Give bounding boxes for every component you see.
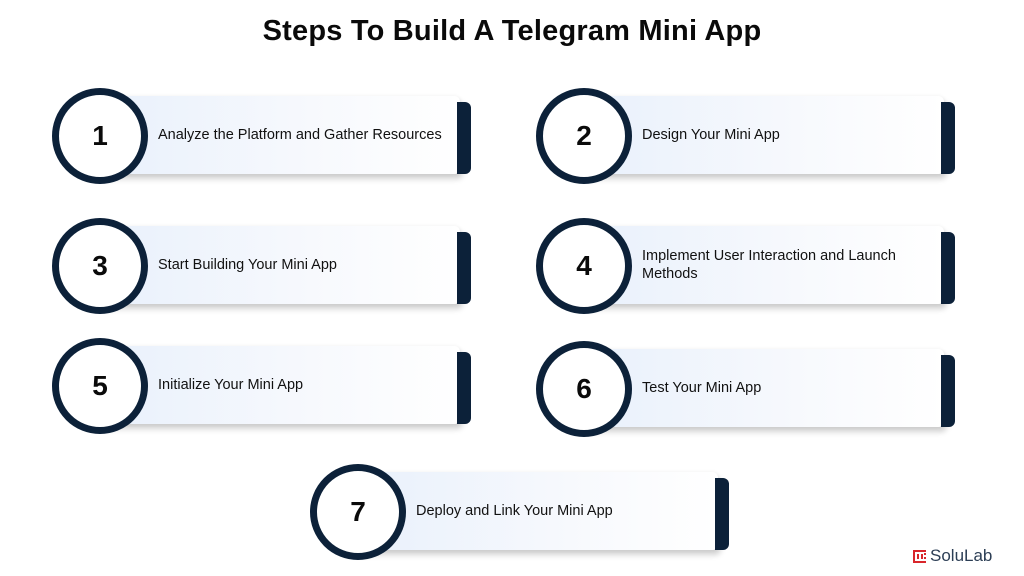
step-label: Start Building Your Mini App: [158, 257, 337, 273]
card-body: [574, 96, 944, 174]
step-number: 7: [350, 496, 366, 527]
step-label: Test Your Mini App: [642, 380, 762, 396]
step-number: 1: [92, 120, 108, 151]
step-number-circle: 5: [52, 338, 148, 434]
step-card-2: 2 Design Your Mini App: [536, 88, 961, 184]
brand-name: SoluLab: [930, 546, 993, 565]
step-card-1: 1 Analyze the Platform and Gather Resour…: [52, 88, 477, 184]
card-body: [574, 349, 944, 427]
step-label: Deploy and Link Your Mini App: [416, 503, 613, 519]
step-label: Design Your Mini App: [642, 127, 780, 143]
card-body: [348, 472, 718, 550]
step-number-circle: 6: [536, 341, 632, 437]
step-card-4: 4 Implement User Interaction and Launch …: [536, 218, 961, 314]
card-tab: [715, 478, 729, 550]
step-number-circle: 3: [52, 218, 148, 314]
step-number-circle: 7: [310, 464, 406, 560]
card-tab: [457, 102, 471, 174]
card-body: [574, 226, 944, 304]
step-number-circle: 4: [536, 218, 632, 314]
solulab-logo: SoluLab: [913, 546, 992, 566]
card-tab: [457, 352, 471, 424]
card-body: [90, 96, 460, 174]
card-body: [90, 226, 460, 304]
card-tab: [457, 232, 471, 304]
step-number-circle: 1: [52, 88, 148, 184]
step-card-7: 7 Deploy and Link Your Mini App: [310, 464, 735, 560]
step-label: Analyze the Platform and Gather Resource…: [158, 127, 442, 143]
step-card-6: 6 Test Your Mini App: [536, 341, 961, 437]
step-number: 4: [576, 250, 592, 281]
card-body: [90, 346, 460, 424]
step-card-3: 3 Start Building Your Mini App: [52, 218, 477, 314]
solulab-logo-icon: [913, 549, 926, 563]
card-tab: [941, 102, 955, 174]
step-number: 2: [576, 120, 592, 151]
step-label: Implement User Interaction and Launch Me…: [642, 248, 896, 282]
card-tab: [941, 355, 955, 427]
step-number-circle: 2: [536, 88, 632, 184]
step-number: 3: [92, 250, 108, 281]
step-number: 5: [92, 370, 108, 401]
step-label: Initialize Your Mini App: [158, 377, 304, 393]
step-card-5: 5 Initialize Your Mini App: [52, 338, 477, 434]
step-number: 6: [576, 373, 592, 404]
page-title: Steps To Build A Telegram Mini App: [262, 15, 762, 47]
card-tab: [941, 232, 955, 304]
